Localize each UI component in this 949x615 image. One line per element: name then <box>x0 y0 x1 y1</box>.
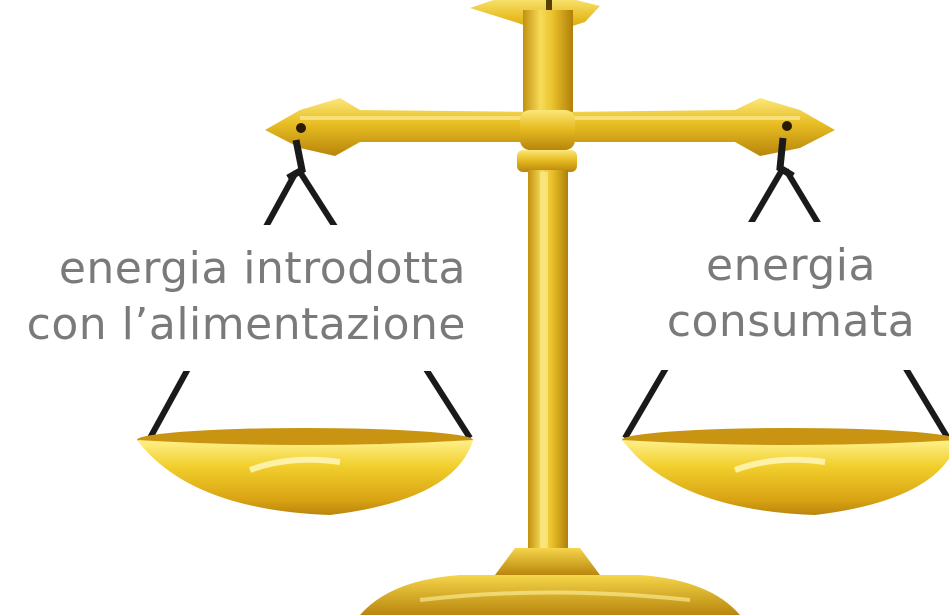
energy-consumed-label: energia consumata <box>640 222 942 370</box>
energy-intake-label: energia introdotta con l’alimentazione <box>6 225 478 371</box>
central-pillar <box>517 10 577 550</box>
energy-consumed-label-line2: consumata <box>666 296 916 347</box>
scale-base <box>360 548 740 615</box>
right-pan <box>622 428 949 515</box>
left-pan <box>137 428 473 515</box>
beam <box>265 98 835 156</box>
energy-consumed-label-line1: energia <box>706 240 876 291</box>
energy-intake-label-line1: energia introdotta <box>58 243 466 294</box>
energy-intake-label-line2: con l’alimentazione <box>26 299 466 350</box>
